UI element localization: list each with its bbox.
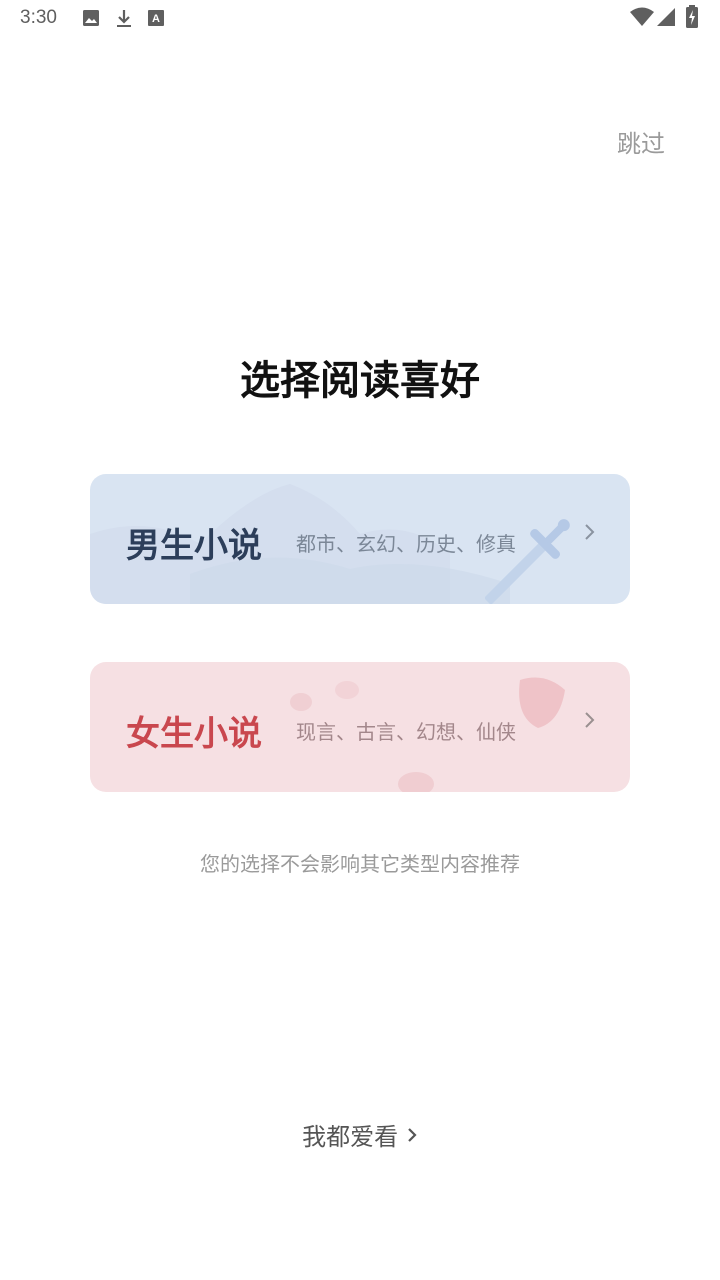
wifi-icon [630,7,654,31]
option-subtitle: 都市、玄幻、历史、修真 [296,532,516,556]
petal-icon [290,677,565,792]
chevron-right-icon [585,524,595,540]
chevron-right-icon [408,1127,417,1142]
text-a-icon: A [148,9,164,31]
svg-text:A: A [152,13,160,25]
option-male-fiction[interactable]: 男生小说 都市、玄幻、历史、修真 [90,474,630,604]
status-bar: 3:30 A [0,0,720,36]
chevron-right-icon [585,712,595,728]
cell-signal-icon [656,7,676,31]
option-subtitle: 现言、古言、幻想、仙侠 [296,720,516,744]
mountain-decoration [90,484,510,604]
option-title: 男生小说 [126,526,262,566]
like-all-label: 我都爱看 [302,1123,399,1151]
battery-charging-icon [685,5,699,33]
like-all-button[interactable]: 我都爱看 [0,1117,720,1152]
status-time: 3:30 [20,7,57,28]
download-icon [115,9,133,33]
selection-note: 您的选择不会影响其它类型内容推荐 [200,852,520,876]
image-icon [82,9,100,31]
option-female-fiction[interactable]: 女生小说 现言、古言、幻想、仙侠 [90,662,630,792]
page-title: 选择阅读喜好 [240,358,480,404]
sword-icon [485,519,570,604]
option-title: 女生小说 [126,714,262,754]
skip-button[interactable]: 跳过 [617,130,665,158]
